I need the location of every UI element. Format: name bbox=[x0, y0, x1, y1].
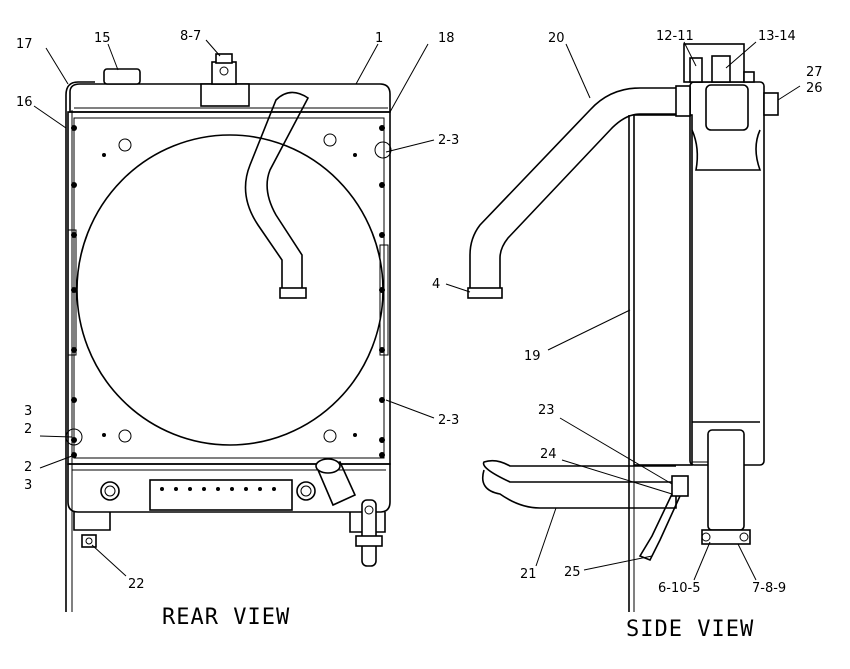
leader-lines bbox=[33, 39, 801, 581]
top-tank bbox=[69, 83, 391, 113]
side-lower-hose bbox=[482, 459, 676, 483]
bottom-tank bbox=[67, 463, 391, 513]
callout-3-left-bottom: 3 bbox=[24, 478, 32, 493]
callout-7-8-9: 7-8-9 bbox=[752, 581, 786, 596]
callout-20: 20 bbox=[548, 31, 565, 46]
drain-rail bbox=[149, 479, 293, 511]
callout-13-14: 13-14 bbox=[758, 29, 796, 44]
side-fitting bbox=[763, 92, 779, 116]
callout-6-10-5: 6-10-5 bbox=[658, 581, 700, 596]
rear-view-drawing bbox=[65, 53, 392, 612]
side-upper-hose bbox=[469, 87, 691, 293]
callout-2-left-bottom: 2 bbox=[24, 460, 32, 475]
bolt-pattern bbox=[65, 125, 392, 458]
left-mount bbox=[73, 512, 111, 531]
side-petcock bbox=[671, 475, 689, 497]
top-outlet bbox=[200, 83, 250, 107]
callout-22: 22 bbox=[128, 577, 145, 592]
side-view-title: SIDE VIEW bbox=[626, 617, 754, 642]
fan-shroud bbox=[76, 134, 384, 446]
side-core bbox=[633, 114, 693, 466]
rear-view-title: REAR VIEW bbox=[162, 605, 290, 630]
callout-17: 17 bbox=[16, 37, 33, 52]
callout-1: 1 bbox=[375, 31, 383, 46]
tie-rod bbox=[65, 81, 95, 612]
callout-27: 27 bbox=[806, 65, 823, 80]
callout-labels: 17 15 8-7 1 18 16 2-3 2-3 3 2 2 3 22 20 … bbox=[16, 29, 823, 596]
side-lower-bracket bbox=[707, 429, 745, 531]
callout-25: 25 bbox=[564, 565, 581, 580]
filler-cap bbox=[103, 68, 141, 85]
callout-15: 15 bbox=[94, 31, 111, 46]
core-frame bbox=[67, 111, 391, 465]
callout-23: 23 bbox=[538, 403, 555, 418]
callout-12-11: 12-11 bbox=[656, 29, 694, 44]
callout-3-left-top: 3 bbox=[24, 404, 32, 419]
callout-26: 26 bbox=[806, 81, 823, 96]
callout-21: 21 bbox=[520, 567, 537, 582]
upper-hose bbox=[244, 91, 310, 296]
callout-24: 24 bbox=[540, 447, 557, 462]
callout-2-left-top: 2 bbox=[24, 422, 32, 437]
callout-19: 19 bbox=[524, 349, 541, 364]
side-tank bbox=[689, 81, 765, 466]
callout-18: 18 bbox=[438, 31, 455, 46]
side-view-drawing bbox=[467, 43, 779, 612]
top-bracket bbox=[211, 61, 237, 85]
callout-2-3-upper: 2-3 bbox=[438, 133, 459, 148]
callout-16: 16 bbox=[16, 95, 33, 110]
rail-holes bbox=[160, 487, 276, 491]
callout-4: 4 bbox=[432, 277, 440, 292]
callout-8-7: 8-7 bbox=[180, 29, 201, 44]
callout-2-3-lower: 2-3 bbox=[438, 413, 459, 428]
